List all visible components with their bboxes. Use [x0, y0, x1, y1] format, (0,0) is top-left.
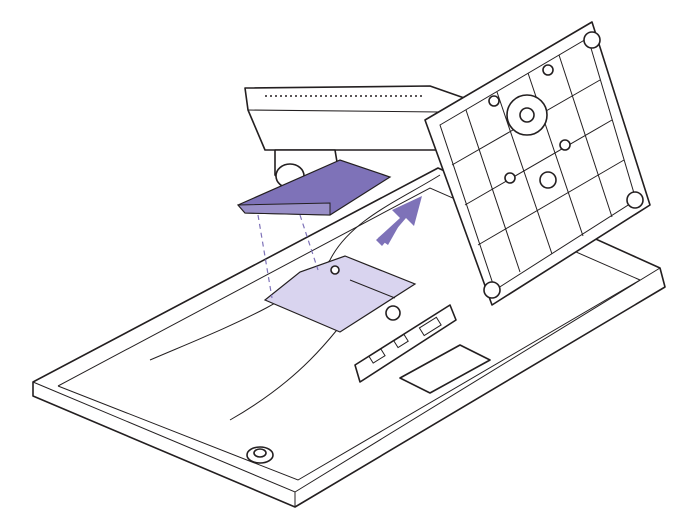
- label-plate: [399, 344, 491, 394]
- guide-lines: [257, 214, 319, 299]
- power-button[interactable]: [246, 446, 274, 464]
- stand-base-plate: [236, 159, 392, 216]
- io-ports: [354, 304, 457, 383]
- vesa-plate: [424, 21, 651, 306]
- insertion-arrow: [376, 196, 422, 246]
- mount-area: [263, 255, 417, 333]
